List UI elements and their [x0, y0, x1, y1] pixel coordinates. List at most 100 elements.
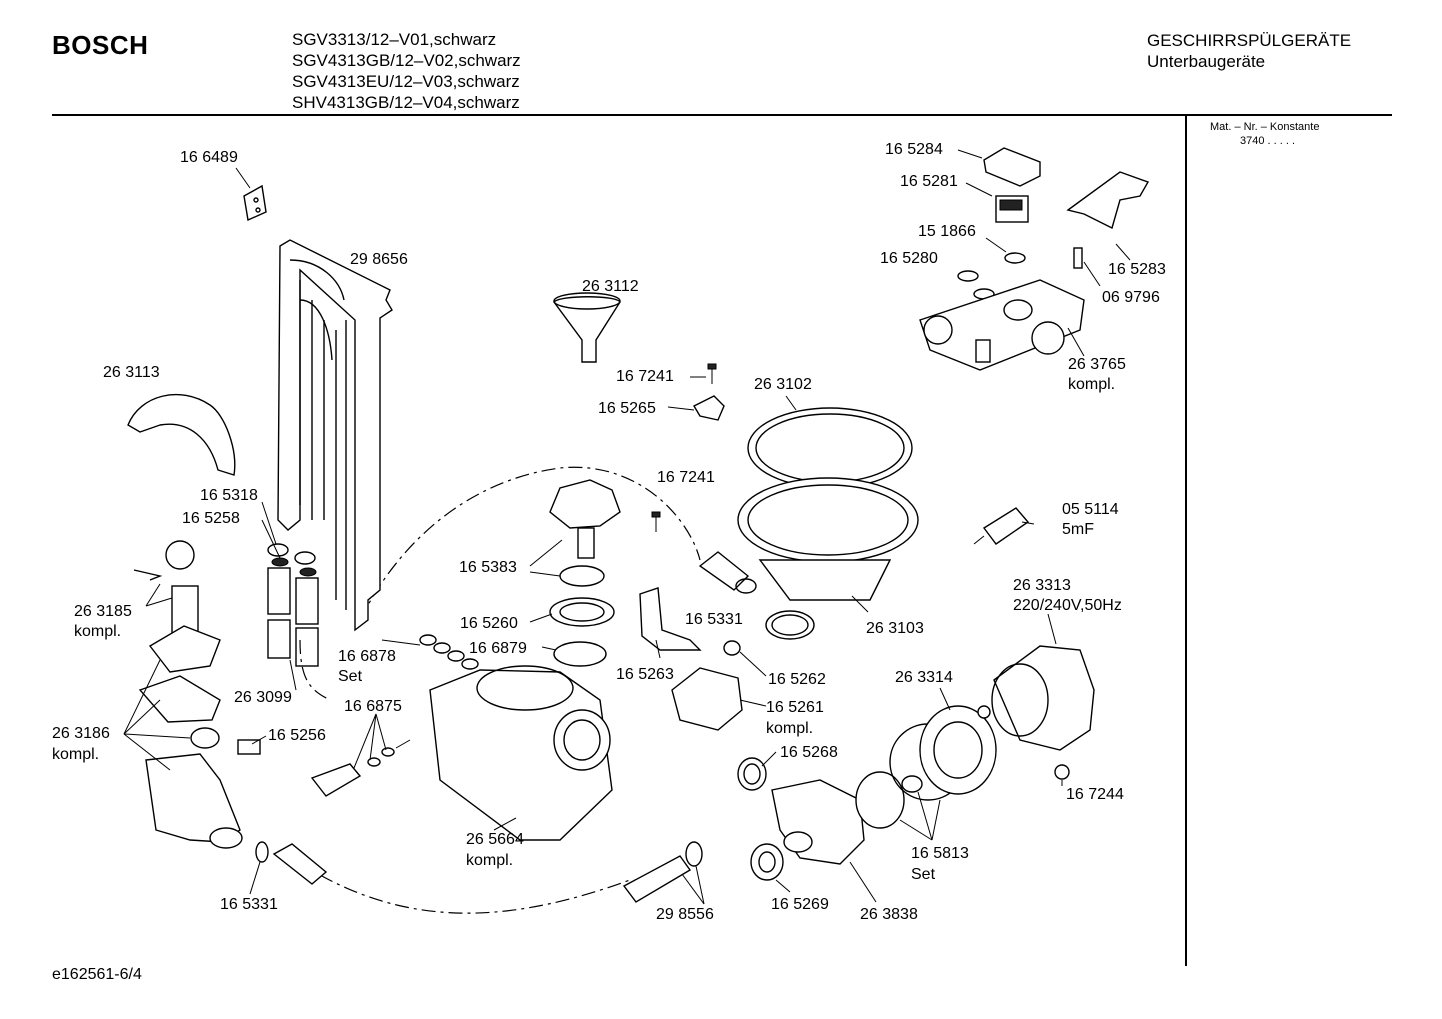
part-drawing-055114 — [973, 507, 1030, 545]
part-drawing-167241b — [651, 511, 661, 532]
part-label-165256: 16 5256 — [268, 727, 326, 744]
part-drawing-166489 — [243, 184, 267, 222]
part-drawing-263113 — [127, 393, 236, 476]
part-drawing-166875 — [310, 739, 411, 797]
part-drawing-167244 — [977, 705, 1070, 780]
part-label-263102: 26 3102 — [754, 376, 812, 393]
brand-logo: BOSCH — [52, 30, 149, 60]
part-drawing-165284 — [983, 147, 1041, 187]
part-drawing-165260 — [549, 565, 615, 627]
part-label-165383: 16 5383 — [459, 559, 517, 576]
part-drawing-165261 — [671, 667, 743, 731]
part-label-165268: 16 5268 — [780, 744, 838, 761]
category-block: GESCHIRRSPÜLGERÄTE Unterbaugeräte — [1147, 30, 1351, 72]
part-drawing-263186 — [138, 625, 243, 849]
part-label-167241b: 16 7241 — [657, 469, 715, 486]
part-label-167241a: 16 7241 — [616, 368, 674, 385]
part-label-263112: 26 3112 — [582, 278, 639, 295]
part-labels: 16 6489 29 8656 26 3112 26 3113 16 7241 … — [52, 141, 1166, 923]
part-label-167244: 16 7244 — [1066, 786, 1124, 803]
part-label-069796: 06 9796 — [1102, 289, 1160, 306]
drawing-code: e162561-6/4 — [52, 966, 142, 983]
part-label-165331b: 16 5331 — [220, 896, 278, 913]
part-label-151866: 15 1866 — [918, 223, 976, 240]
material-number-value: 3740 . . . . . — [1240, 135, 1296, 147]
part-label-165269: 16 5269 — [771, 896, 829, 913]
part-drawing-165262 — [723, 640, 741, 656]
model-line: SHV4313GB/12–V04,schwarz — [292, 93, 520, 112]
material-number-box: Mat. – Nr. – Konstante 3740 . . . . . — [1210, 120, 1319, 148]
part-drawing-265664 — [429, 665, 613, 841]
part-label-263314: 26 3314 — [895, 669, 953, 686]
part-drawing-165265 — [693, 395, 725, 421]
part-label-166879: 16 6879 — [469, 640, 527, 657]
part-drawing-165383 — [549, 479, 621, 559]
part-drawing-165318 — [267, 543, 316, 565]
material-number-label: Mat. – Nr. – Konstante — [1210, 121, 1320, 133]
part-drawing-263314 — [919, 705, 997, 795]
sidebar-divider — [1185, 116, 1187, 966]
part-drawing-165281 — [995, 195, 1029, 223]
part-drawing-151866 — [1004, 252, 1026, 264]
part-label-165263: 16 5263 — [616, 666, 674, 683]
part-drawing-263102 — [737, 407, 919, 640]
header-divider — [52, 114, 1392, 116]
part-label-165283: 16 5283 — [1108, 261, 1166, 278]
part-label-165258: 16 5258 — [182, 510, 240, 527]
part-drawing-165280 — [957, 270, 995, 300]
part-drawing-263765 — [919, 279, 1085, 371]
leader-lines — [123, 149, 1131, 905]
part-drawing-263313 — [991, 645, 1095, 751]
part-label-263838: 26 3838 — [860, 906, 918, 923]
part-label-165262: 16 5262 — [768, 671, 826, 688]
part-label-165331a: 16 5331 — [685, 611, 743, 628]
model-list: SGV3313/12–V01,schwarz SGV4313GB/12–V02,… — [292, 29, 521, 113]
category-title: GESCHIRRSPÜLGERÄTE — [1147, 31, 1352, 50]
model-line: SGV4313GB/12–V02,schwarz — [292, 51, 521, 70]
part-label-165280: 16 5280 — [880, 250, 938, 267]
part-drawing-165331a — [698, 551, 757, 594]
part-label-165281: 16 5281 — [900, 173, 958, 190]
hose-route-line — [299, 639, 331, 701]
part-drawing-165283 — [1066, 171, 1150, 230]
part-label-166489: 16 6489 — [180, 149, 238, 166]
part-drawing-263099 — [267, 567, 319, 667]
part-drawing-166879 — [553, 641, 607, 667]
part-label-263103: 26 3103 — [866, 620, 924, 637]
part-label-165260: 16 5260 — [460, 615, 518, 632]
part-drawing-165331b — [255, 841, 328, 885]
part-label-263099: 26 3099 — [234, 689, 292, 706]
part-drawing-263838 — [771, 779, 865, 865]
part-drawing-263112 — [553, 292, 621, 363]
part-label-298556: 29 8556 — [656, 906, 714, 923]
part-drawing-263185 — [133, 540, 199, 635]
part-label-165318: 16 5318 — [200, 487, 258, 504]
part-label-165265: 16 5265 — [598, 400, 656, 417]
part-drawing-167241a — [707, 363, 717, 384]
part-drawing-165269 — [750, 843, 784, 881]
hose-route-line — [319, 874, 631, 914]
part-label-298656: 29 8656 — [350, 251, 408, 268]
part-drawing-166878 — [419, 634, 479, 670]
part-drawing-165268 — [737, 757, 767, 791]
category-subtitle: Unterbaugeräte — [1147, 52, 1266, 71]
model-line: SGV4313EU/12–V03,schwarz — [292, 72, 520, 91]
part-drawing-298656 — [277, 239, 393, 632]
part-drawing-069796 — [1073, 247, 1083, 269]
part-drawing-298556 — [622, 841, 703, 903]
part-drawing-165263 — [639, 587, 702, 651]
model-line: SGV3313/12–V01,schwarz — [292, 30, 497, 49]
part-drawing-165256 — [237, 739, 261, 755]
part-label-165284: 16 5284 — [885, 141, 943, 158]
part-label-263113: 26 3113 — [103, 364, 160, 381]
